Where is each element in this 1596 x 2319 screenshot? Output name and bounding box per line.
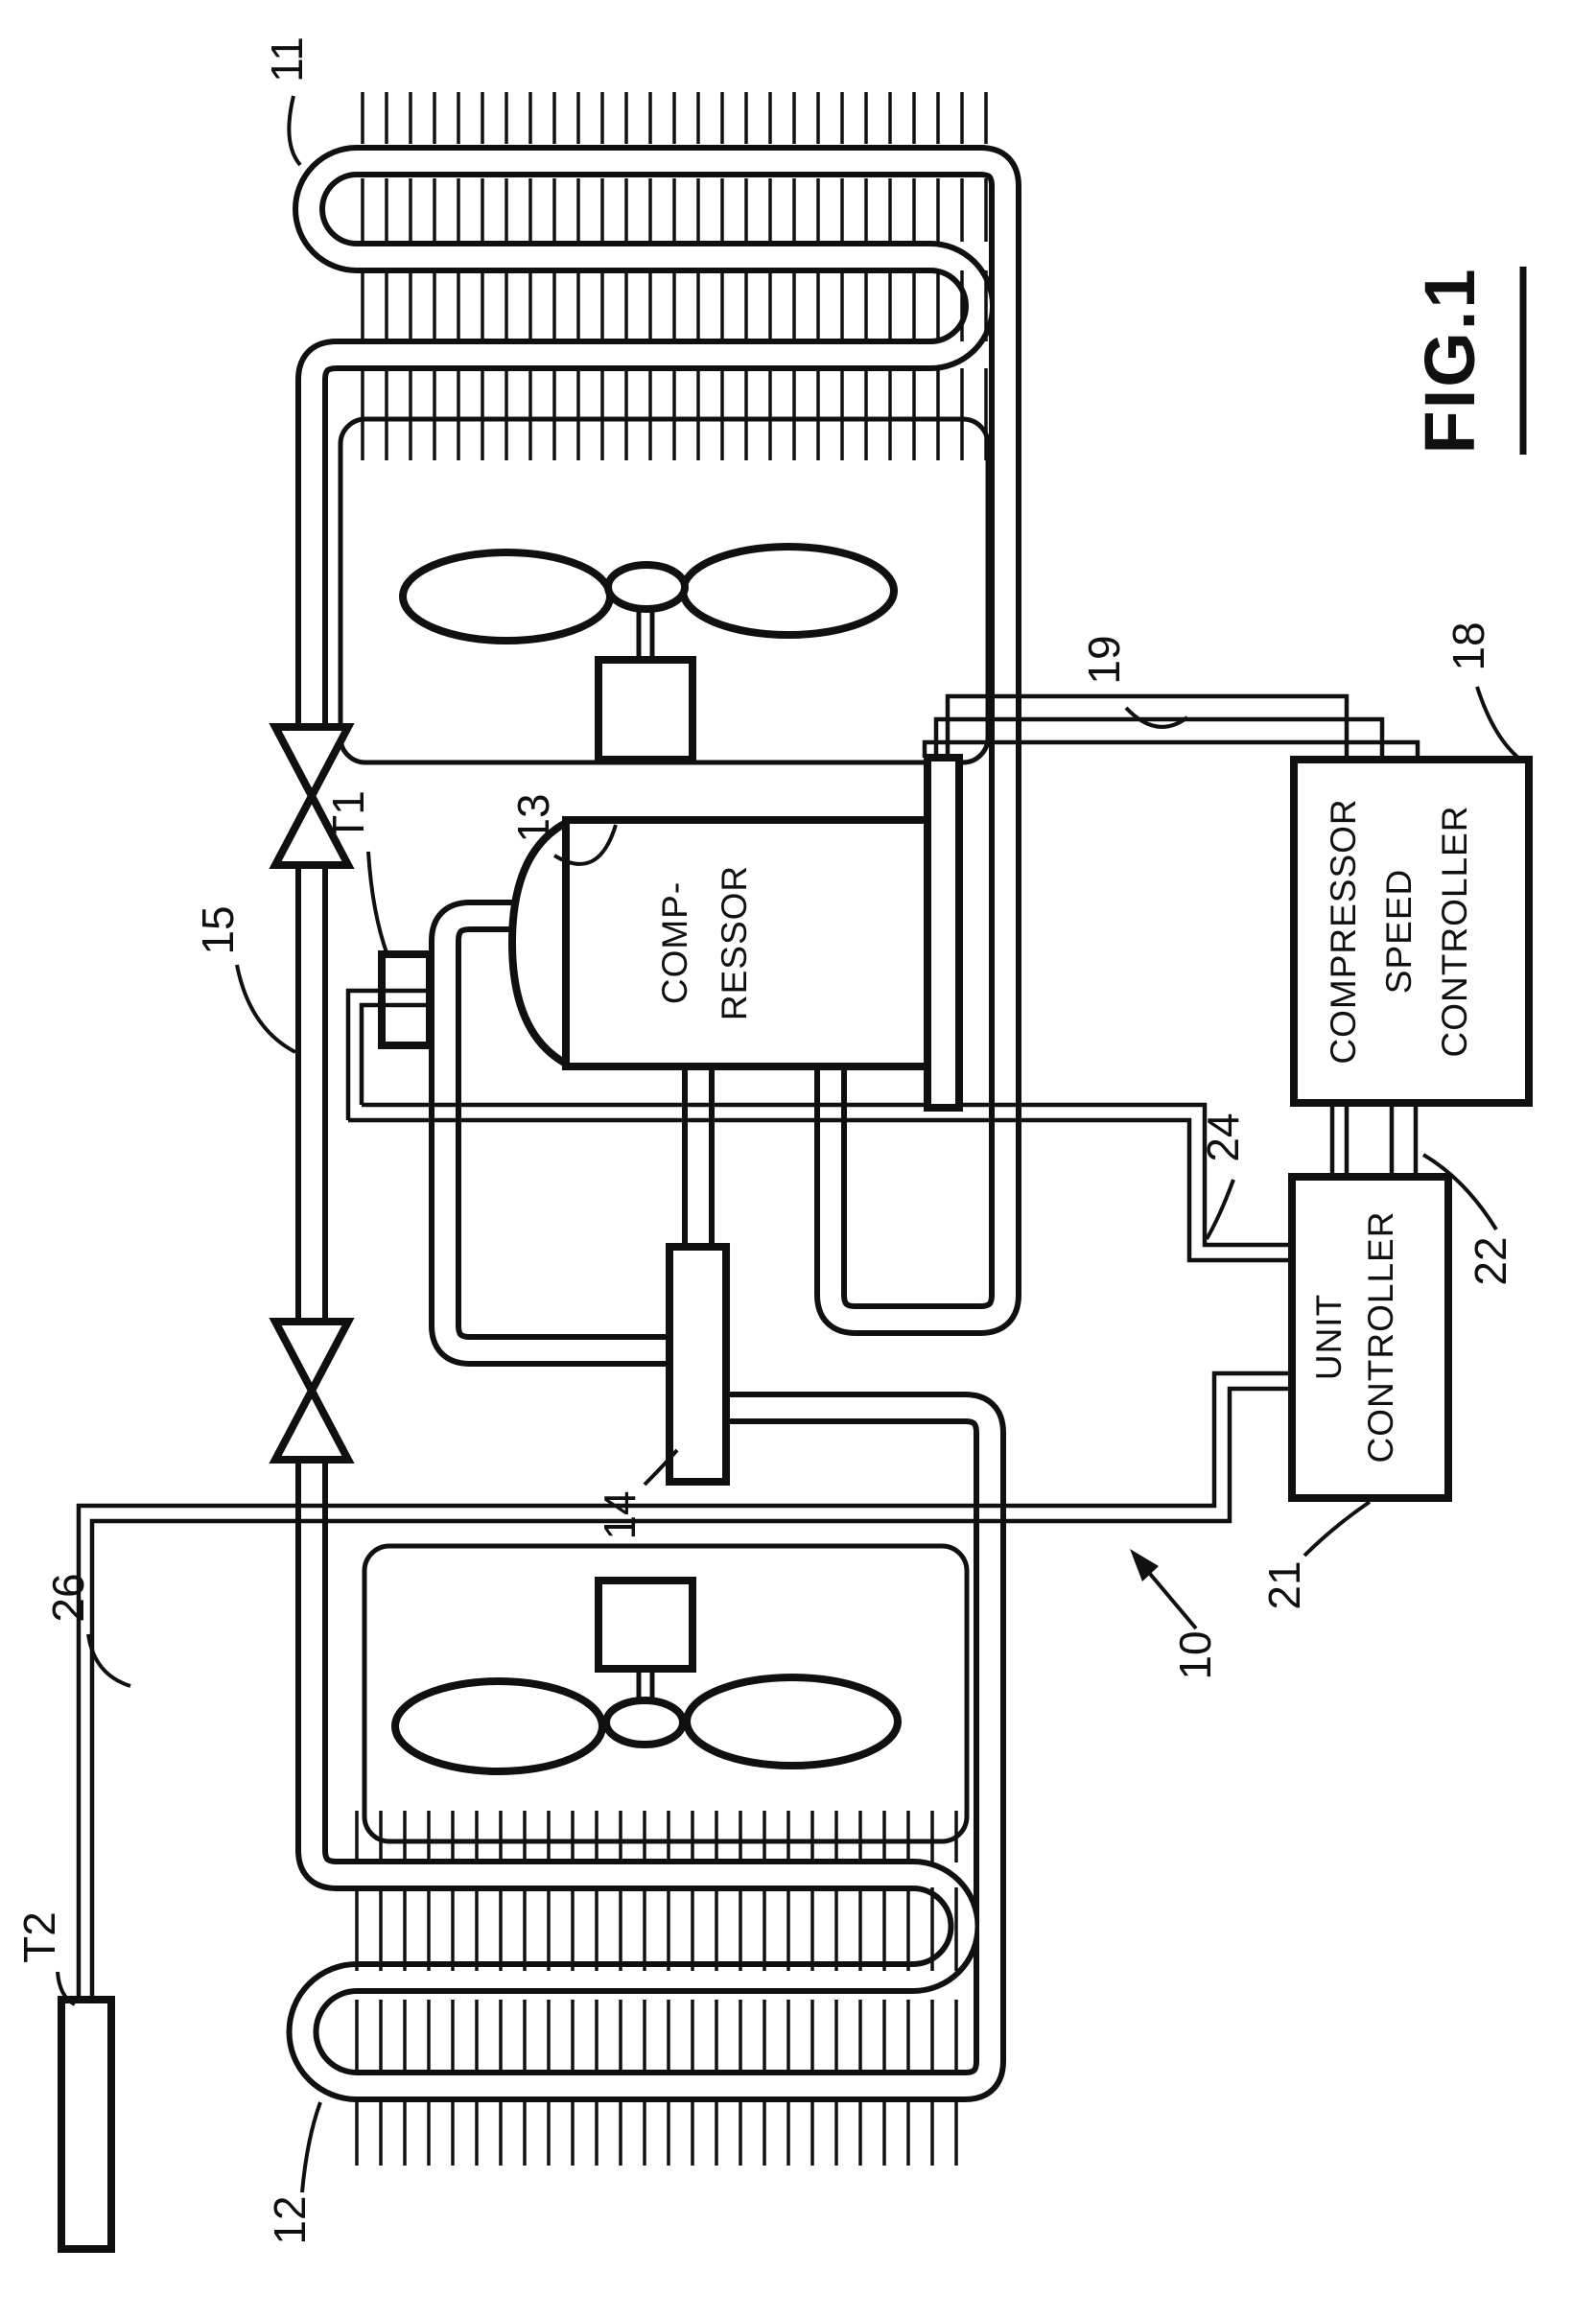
label-t2: T2 xyxy=(14,1911,64,1963)
system-arrow xyxy=(1130,1549,1198,1630)
label-10: 10 xyxy=(1170,1630,1220,1679)
leader-12 xyxy=(300,2101,322,2193)
figure-title-text: FIG.1 xyxy=(1410,267,1490,454)
leader-lines xyxy=(56,95,1525,2193)
compressor-wire-3 xyxy=(922,739,1420,761)
label-15: 15 xyxy=(193,905,243,954)
label-12: 12 xyxy=(265,2195,315,2244)
figure-title: FIG.1 xyxy=(1410,267,1527,455)
t1-bracket-outer xyxy=(345,988,430,1120)
compressor-text-1: COMP- xyxy=(655,881,694,1004)
label-26: 26 xyxy=(43,1573,93,1622)
uc-text-2: CONTROLLER xyxy=(1361,1211,1400,1464)
top-fan-blade-right xyxy=(679,543,898,639)
label-19: 19 xyxy=(1079,635,1129,684)
leader-t2 xyxy=(56,1971,77,2006)
bottom-unit-enclosure xyxy=(362,1543,970,1844)
csc-text-2: SPEED xyxy=(1379,869,1419,994)
t1-wire-a xyxy=(362,1102,1294,1248)
leader-11 xyxy=(287,95,302,167)
t1-sensor-body xyxy=(378,950,434,1049)
csc-text-3: CONTROLLER xyxy=(1435,806,1474,1058)
bottom-fan-hub xyxy=(602,1697,687,1748)
interchanger-body xyxy=(666,1243,730,1486)
top-fan-hub xyxy=(604,561,689,613)
compressor-wire-1 xyxy=(945,693,1350,761)
leader-21 xyxy=(1303,1500,1372,1558)
label-22: 22 xyxy=(1466,1236,1515,1285)
t2-wire-b xyxy=(89,1386,1294,2000)
reference-labels: 11 13 T1 15 26 T2 12 14 19 18 24 22 21 1… xyxy=(14,36,1515,2244)
t1-bracket-inner xyxy=(359,1002,430,1105)
compressor-body xyxy=(562,816,963,1070)
leader-24 xyxy=(1205,1179,1235,1241)
label-18: 18 xyxy=(1443,621,1493,670)
bottom-fan-blade-left xyxy=(391,1677,606,1775)
expansion-valve-1 xyxy=(269,723,355,869)
label-13: 13 xyxy=(508,793,558,842)
compressor-speed-controller: COMPRESSOR SPEED CONTROLLER xyxy=(1290,756,1533,1107)
expansion-valve-2 xyxy=(269,1318,355,1464)
label-14: 14 xyxy=(595,1490,645,1539)
bottom-fan-blade-right xyxy=(683,1674,902,1769)
bottom-coil-fins xyxy=(355,1811,958,2166)
leader-19 xyxy=(1124,706,1189,729)
label-21: 21 xyxy=(1259,1560,1309,1609)
top-fan-blade-left xyxy=(399,549,614,644)
t2-sensor-body xyxy=(58,1996,115,2253)
leader-18 xyxy=(1475,686,1525,763)
leader-15 xyxy=(235,964,296,1054)
leader-14 xyxy=(643,1448,679,1487)
compressor: COMP- RESSOR xyxy=(507,754,963,1112)
unit-controller: UNIT CONTROLLER xyxy=(1288,1173,1452,1502)
label-24: 24 xyxy=(1198,1113,1248,1161)
refrigerant-piping xyxy=(286,145,1021,2102)
t1-wire-b xyxy=(348,1117,1294,1263)
compressor-terminal-bar xyxy=(924,754,963,1112)
compressor-text-2: RESSOR xyxy=(715,865,754,1020)
leader-22 xyxy=(1421,1153,1498,1231)
leader-t1 xyxy=(366,851,389,956)
top-fan-motor xyxy=(595,656,696,763)
csc-text-1: COMPRESSOR xyxy=(1324,798,1363,1064)
wiring xyxy=(76,693,1420,2000)
bottom-fan-motor xyxy=(595,1577,696,1673)
bottom-fan xyxy=(391,1577,902,1775)
t1-sensor xyxy=(345,950,434,1120)
leader-13 xyxy=(552,824,618,866)
top-coil-fins xyxy=(361,92,988,460)
compressor-dome xyxy=(507,816,570,1070)
uc-text-1: UNIT xyxy=(1309,1294,1349,1380)
t2-wire-a xyxy=(76,1370,1294,2000)
top-fan xyxy=(399,543,898,763)
leader-26 xyxy=(86,1633,131,1688)
label-11: 11 xyxy=(262,36,312,82)
label-t1: T1 xyxy=(323,790,373,842)
